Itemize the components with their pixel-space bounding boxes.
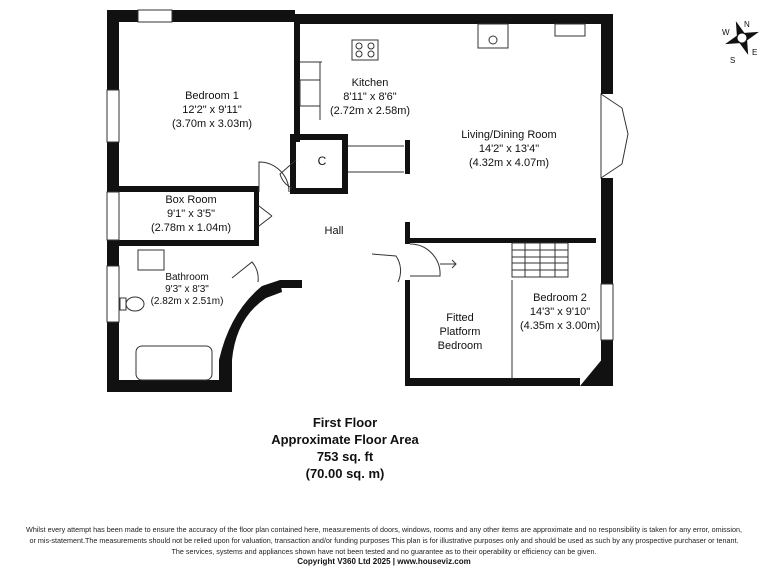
disclaimer: Whilst every attempt has been made to en… [0,524,768,557]
floor-name: First Floor [312,415,378,430]
window-bed1-left [106,89,120,143]
room-bedroom1: Bedroom 1 12'2" x 9'11" (3.70m x 3.03m) [150,89,274,131]
room-hall: Hall [312,224,356,238]
room-name: Hall [324,225,344,237]
copyright-footer: Copyright V360 Ltd 2025 | www.houseviz.c… [297,557,471,566]
wall-left-mid [107,142,119,190]
room-size-metric: (2.82m x 2.51m) [150,296,224,307]
floor-summary: First Floor Approximate Floor Area 753 s… [200,414,490,482]
room-cupboard: C [308,154,336,168]
door-hall [371,253,402,283]
room-size-imperial: 8'11" x 8'6" [343,91,397,103]
room-size-imperial: 12'2" x 9'11" [182,104,242,116]
bath-tub [135,345,213,381]
fixtures [119,23,509,381]
wall-c-top [290,134,348,140]
room-fitted-platform-bedroom: Fitted Platform Bedroom [420,311,500,353]
disclaimer-line1: Whilst every attempt has been made to en… [26,525,742,534]
wall-fitted-left [405,280,410,386]
room-size-metric: (4.35m x 3.00m) [519,320,601,332]
room-size-metric: (2.72m x 2.58m) [329,105,411,117]
wall-top-right [295,14,613,24]
wall-c-right [342,134,348,192]
room-name: Bathroom [165,272,209,283]
compass-s-label: S [730,56,736,65]
wall-bottom-left [107,380,219,392]
room-kitchen: Kitchen 8'11" x 8'6" (2.72m x 2.58m) [310,76,430,118]
room-name: Bedroom 1 [185,90,239,102]
door-box [258,205,273,227]
basin [137,249,165,271]
window-bed2-right [600,283,614,341]
wall-left-bath [107,322,119,392]
door-c [279,159,297,189]
room-name: Box Room [165,194,217,206]
wall-hall-right [405,222,410,244]
wall-bottom-right [410,378,580,386]
interior-walls [107,18,596,386]
stairs-arrow [440,259,457,269]
room-name: Kitchen [351,77,389,89]
stairs [440,242,569,278]
wall-hall-bottom [280,280,302,288]
wall-fitted-top [410,238,596,243]
wall-bed1-bottom [107,186,259,192]
wall-box-right [254,186,259,246]
room-name: Bedroom 2 [533,292,587,304]
room-size-imperial: 9'3" x 8'3" [165,284,209,295]
door-bed1 [258,161,290,193]
wall-bed1-right [294,18,300,142]
room-living-dining: Living/Dining Room 14'2" x 13'4" (4.32m … [444,128,574,170]
wall-c-left [290,140,296,192]
room-name: Living/Dining Room [461,129,557,141]
disclaimer-line2: or mis-statement.The measurements should… [29,536,739,545]
area-sqm: (70.00 sq. m) [305,466,385,481]
room-bedroom2: Bedroom 2 14'3" x 9'10" (4.35m x 3.00m) [508,291,612,333]
room-size-metric: (4.32m x 4.07m) [468,157,550,169]
window-bed1-top [137,9,173,23]
disclaimer-line3: The services, systems and appliances sho… [171,547,597,556]
doors [231,159,441,283]
room-size-imperial: 9'1" x 3'5" [166,208,216,220]
room-name-line1: Fitted [446,312,474,324]
room-size-metric: (2.78m x 1.04m) [150,222,232,234]
room-size-imperial: 14'2" x 13'4" [478,143,540,155]
hob [351,39,379,61]
room-bathroom: Bathroom 9'3" x 8'3" (2.82m x 2.51m) [132,272,242,308]
wall-right-mid [601,178,613,284]
wall-curved-bath [219,280,282,392]
wall-box-bottom [107,240,259,246]
compass-rose [725,21,759,55]
wall-c-bottom [290,188,348,194]
wall-kitchen-divider [405,140,410,174]
wall-left-upper [107,10,119,90]
room-name-line3: Bedroom [437,340,483,352]
wall-right-upper [601,14,613,94]
room-size-metric: (3.70m x 3.03m) [171,118,253,130]
kitchen-sink [299,79,321,107]
area-title: Approximate Floor Area [271,432,419,447]
compass-e-label: E [752,48,758,57]
window-bath-left [106,265,120,323]
door-fitted [409,243,441,277]
wall-right-lower [601,340,613,386]
room-size-imperial: 14'3" x 9'10" [529,306,591,318]
window-living-top [554,23,586,37]
wall-top-left [107,10,295,22]
room-name: C [317,154,327,168]
bay-window [600,93,629,179]
compass-n-label: N [744,20,750,29]
outer-walls [107,10,613,392]
room-box-room: Box Room 9'1" x 3'5" (2.78m x 1.04m) [136,193,246,235]
area-sqft: 753 sq. ft [316,449,374,464]
room-name-line2: Platform [439,326,481,338]
compass-w-label: W [722,28,730,37]
window-box-left [106,191,120,241]
door-bath [231,261,259,283]
windows [106,9,629,341]
